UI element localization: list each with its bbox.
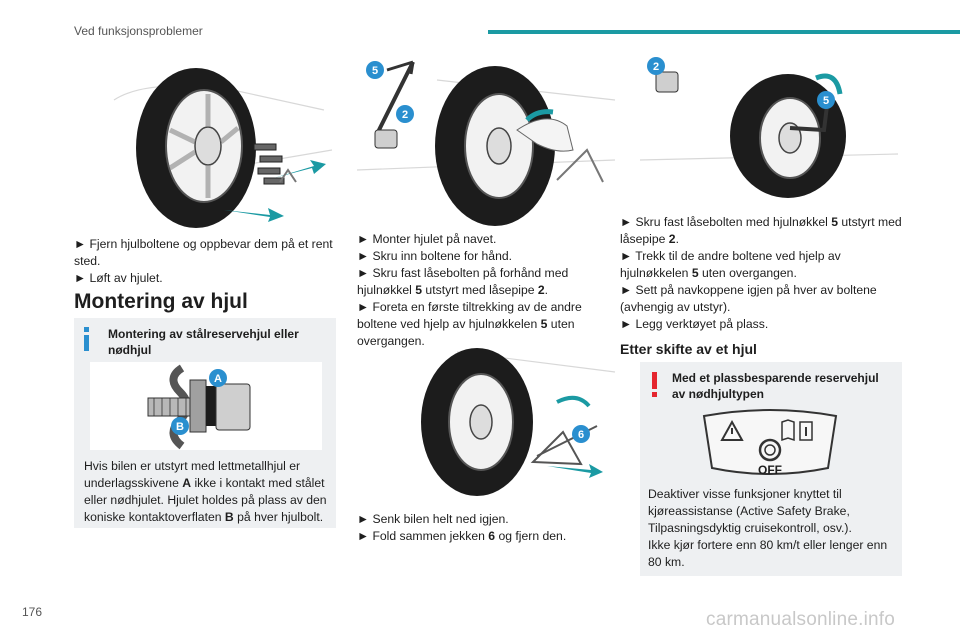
warning-text-speed-limit: Ikke kjør fortere enn 80 km/t eller leng… [648, 538, 888, 569]
book-icon [781, 419, 795, 442]
info-page-icon [799, 421, 813, 441]
section-title: Montering av hjul [74, 290, 248, 313]
label-5: 5 [823, 95, 829, 107]
label-6: 6 [578, 429, 584, 441]
label-a: A [214, 373, 222, 385]
info-box-title: Montering av stålreservehjul eller nødhj… [108, 327, 299, 357]
step-lift-wheel: ► Løft av hjulet. [74, 271, 163, 285]
off-label: OFF [758, 463, 782, 477]
subsection-title: Etter skifte av et hjul [620, 341, 757, 357]
bolt-diagram: A B [147, 364, 251, 450]
info-icon [84, 327, 89, 351]
warning-icon [652, 372, 657, 398]
header-accent-bar [488, 30, 960, 34]
col2-steps-b: ► Senk bilen helt ned igjen. ► Fold samm… [357, 511, 619, 545]
step-refit-hubcaps: ► Sett på navkoppene igjen på hver av bo… [620, 283, 877, 314]
warning-text-deactivate: Deaktiver visse funksjoner knyttet til k… [648, 487, 852, 535]
step-hand-tighten: ► Skru inn boltene for hånd. [357, 249, 513, 263]
col3-steps: ► Skru fast låsebolten med hjulnøkkel 5 … [620, 214, 904, 333]
step-fold-jack: ► Fold sammen jekken 6 og fjern den. [357, 529, 567, 543]
label-b: B [176, 421, 184, 433]
col1-steps: ► Fjern hjulboltene og oppbevar dem på e… [74, 236, 340, 287]
illustration-tighten-lock-bolt: 5 2 [640, 57, 899, 198]
info-box: Montering av stålreservehjul eller nødhj… [74, 318, 336, 528]
warning-box: Med et plassbesparende reservehjul av nø… [640, 362, 902, 576]
step-remove-bolts: ► Fjern hjulboltene og oppbevar dem på e… [74, 237, 333, 268]
step-lock-bolt-pre: ► Skru fast låsebolten på forhånd med hj… [357, 266, 569, 297]
label-2: 2 [402, 109, 408, 121]
illustration-mount-wheel: 5 2 [357, 60, 616, 226]
step-tighten-lock-bolt: ► Skru fast låsebolten med hjulnøkkel 5 … [620, 215, 902, 246]
step-tighten-other-bolts: ► Trekk til de andre boltene ved hjelp a… [620, 249, 841, 280]
step-mount-wheel: ► Monter hjulet på navet. [357, 232, 497, 246]
watermark: carmanualsonline.info [706, 609, 896, 630]
step-first-tighten: ► Foreta en første tiltrekking av de and… [357, 300, 582, 348]
info-box-body: Hvis bilen er utstyrt med lettmetallhjul… [84, 459, 327, 524]
warning-triangle-icon [720, 419, 744, 441]
label-5: 5 [372, 65, 378, 77]
warning-box-title: Med et plassbesparende reservehjul av nø… [672, 371, 879, 401]
safety-brake-icon [758, 438, 782, 462]
bolt-diagram-frame: A B [90, 362, 322, 450]
illustration-lower-car: 6 [421, 348, 616, 496]
step-lower-car: ► Senk bilen helt ned igjen. [357, 512, 509, 526]
warning-box-body: Deaktiver visse funksjoner knyttet til k… [648, 486, 898, 571]
illustration-remove-wheel [113, 68, 333, 228]
label-2: 2 [653, 61, 659, 73]
running-header: Ved funksjonsproblemer [74, 24, 203, 38]
col2-steps-a: ► Monter hjulet på navet. ► Skru inn bol… [357, 231, 619, 350]
assistance-button-graphic: OFF [702, 409, 838, 477]
step-store-tools: ► Legg verktøyet på plass. [620, 317, 769, 331]
page-number: 176 [22, 605, 43, 619]
